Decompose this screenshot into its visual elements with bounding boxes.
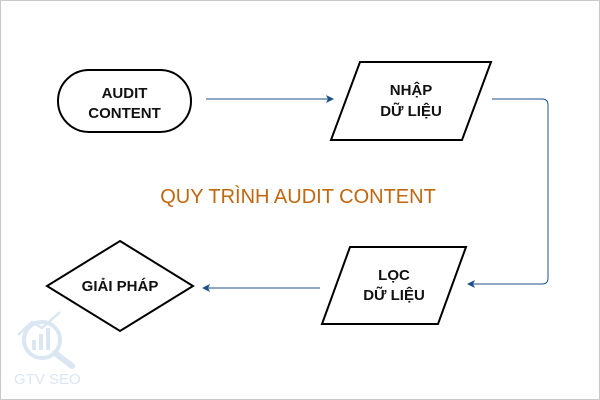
watermark-logo: GTV SEO (14, 311, 81, 388)
node-giai-phap-label: GIẢI PHÁP (82, 278, 159, 295)
watermark-brand: GTV SEO (14, 371, 81, 388)
node-audit-content-line2: CONTENT (88, 105, 161, 122)
connectors (202, 95, 549, 292)
node-nhap-du-lieu-line2: DỮ LIỆU (380, 102, 442, 120)
diagram-title: QUY TRÌNH AUDIT CONTENT (160, 185, 436, 208)
node-audit-content: AUDIT CONTENT (57, 69, 192, 133)
node-nhap-du-lieu: NHẬP DỮ LIỆU (329, 61, 493, 141)
node-loc-du-lieu-line2: DỮ LIỆU (363, 286, 425, 304)
node-loc-du-lieu: LỌC DỮ LIỆU (320, 246, 468, 325)
node-audit-content-line1: AUDIT (102, 85, 148, 102)
node-giai-phap: GIẢI PHÁP (45, 239, 195, 333)
magnifier-chart-icon (17, 311, 75, 369)
arrow-input-to-filter (467, 98, 549, 288)
node-nhap-du-lieu-line1: NHẬP (390, 81, 433, 99)
node-loc-du-lieu-line1: LỌC (378, 267, 410, 284)
